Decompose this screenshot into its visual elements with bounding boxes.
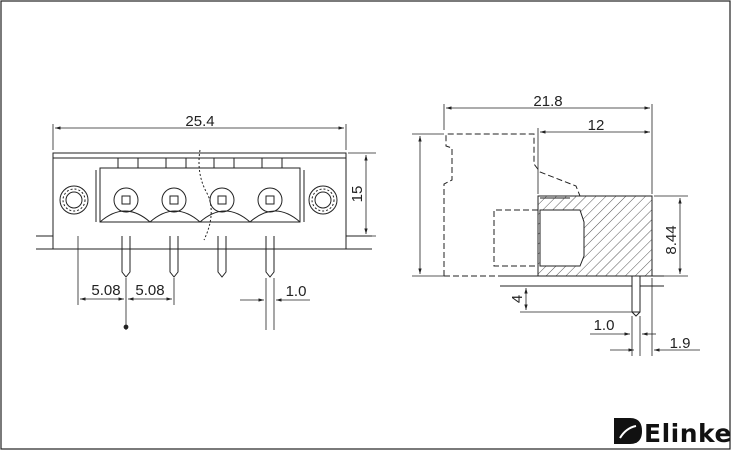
side-header-cavity [539,209,585,267]
front-screws [113,187,283,213]
front-pins [121,236,275,278]
front-width-label: 25.4 [185,113,214,130]
front-plug-bumps [117,157,283,168]
side-pin-label: 1.0 [594,317,615,334]
side-pin [631,275,641,313]
side-view [443,133,664,317]
brand-logo: Elinker [614,418,731,448]
front-height-label: 15 [349,186,366,203]
front-pitch-left-label: 5.08 [91,282,120,299]
front-pitch-right-label: 5.08 [135,282,164,299]
front-view [36,149,372,278]
brand-name: Elinker [644,419,731,448]
side-wire-entry [493,209,538,267]
side-height-label: 8.44 [663,225,680,254]
front-dimensions [52,124,376,330]
side-dimensions [412,104,700,356]
side-body-label: 12 [588,117,605,134]
front-plug-wave [99,210,301,223]
side-pin-len-label: 4 [509,295,526,303]
front-pin-label: 1.0 [286,283,307,300]
front-plug-body [99,167,301,223]
brand-logo-icon [614,418,642,444]
side-plug-outline [443,133,581,276]
front-flange-screws [59,185,338,215]
front-plug-sides [95,170,305,222]
side-depth-label: 21.8 [533,93,562,110]
side-offset-label: 1.9 [670,335,691,352]
